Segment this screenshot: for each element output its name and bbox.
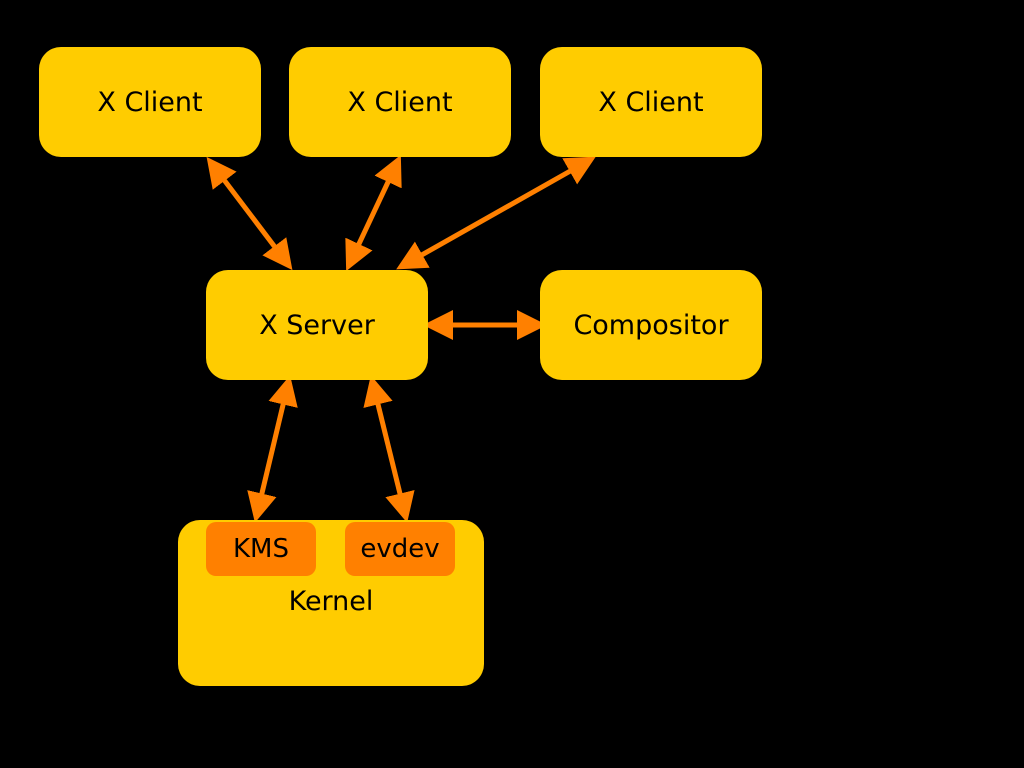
kernel-label: Kernel bbox=[288, 586, 374, 617]
arrow-server-kms bbox=[247, 375, 298, 523]
arrow-client2-server bbox=[345, 154, 402, 272]
x-server-box: X Server bbox=[206, 270, 428, 380]
arrow-client1-server bbox=[206, 156, 293, 271]
evdev-label: evdev bbox=[360, 534, 440, 564]
compositor-label: Compositor bbox=[573, 309, 729, 341]
x-client-box-1: X Client bbox=[39, 47, 261, 157]
kms-label: KMS bbox=[233, 534, 289, 564]
x-client-box-3: X Client bbox=[540, 47, 762, 157]
arrow-server-evdev bbox=[363, 375, 415, 523]
kernel-box: KMS evdev Kernel bbox=[178, 520, 484, 686]
kms-chip: KMS bbox=[206, 522, 316, 576]
evdev-chip: evdev bbox=[345, 522, 455, 576]
x-client-label-3: X Client bbox=[598, 86, 704, 118]
x-client-box-2: X Client bbox=[289, 47, 511, 157]
x-server-label: X Server bbox=[259, 309, 375, 341]
x-client-label-1: X Client bbox=[97, 86, 203, 118]
arrow-client3-server bbox=[396, 156, 596, 270]
compositor-box: Compositor bbox=[540, 270, 762, 380]
x-client-label-2: X Client bbox=[347, 86, 453, 118]
